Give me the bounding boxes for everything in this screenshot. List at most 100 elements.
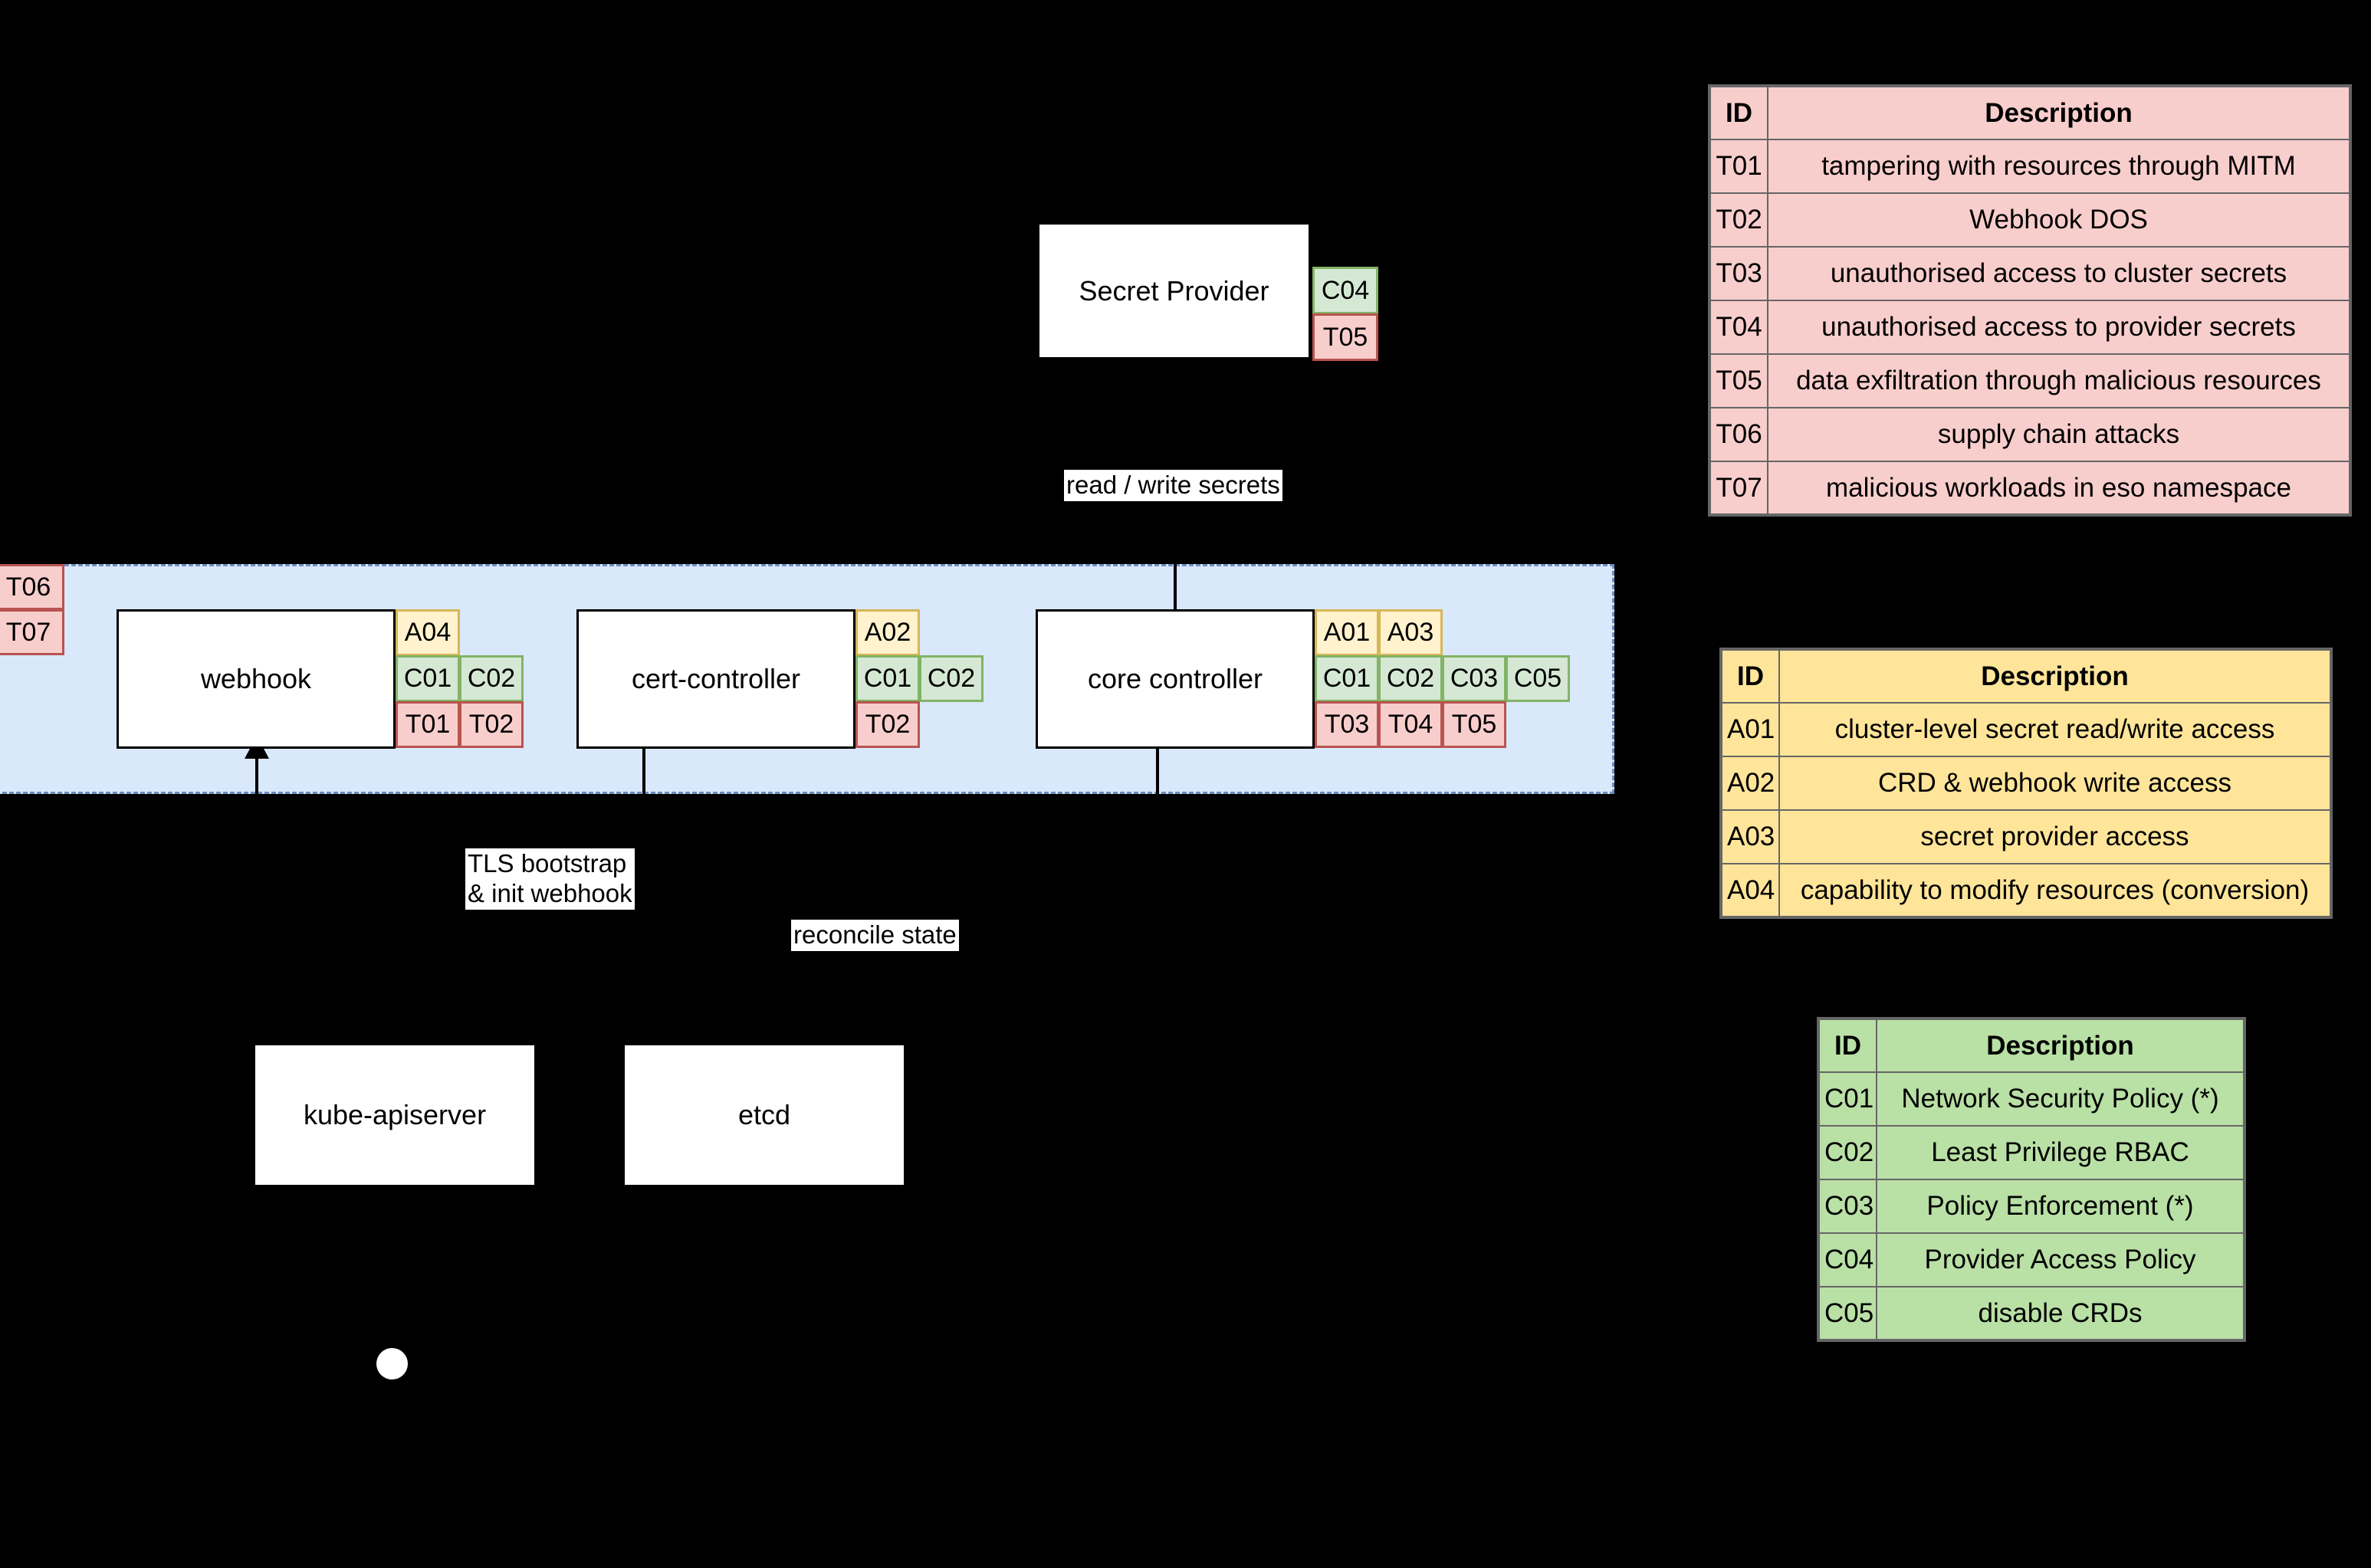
table-row: A01 cluster-level secret read/write acce… bbox=[1720, 702, 2332, 757]
legend-assets-row-2-description: secret provider access bbox=[1778, 809, 2332, 864]
tag-webhook-threat-t02: T02 bbox=[459, 701, 524, 748]
legend-threats-row-0-id: T01 bbox=[1709, 139, 1768, 194]
table-row: T03 unauthorised access to cluster secre… bbox=[1709, 246, 2351, 301]
tag-core-controller-asset-a01: A01 bbox=[1315, 609, 1379, 656]
tag-core-controller-threat-t05: T05 bbox=[1442, 701, 1506, 748]
legend-controls-row-4-id: C05 bbox=[1818, 1286, 1877, 1341]
tag-webhook-control-c02: C02 bbox=[459, 655, 524, 702]
legend-assets-header-description: Description bbox=[1778, 648, 2332, 704]
legend-controls-row-3-description: Provider Access Policy bbox=[1876, 1232, 2245, 1288]
node-core-controller-label: core controller bbox=[1087, 663, 1263, 695]
legend-controls-row-3-id: C04 bbox=[1818, 1232, 1877, 1288]
tag-cert-controller-asset-a02: A02 bbox=[855, 609, 920, 656]
legend-threats-header-row: ID Description bbox=[1709, 85, 2351, 140]
legend-threats-row-4-description: data exfiltration through malicious reso… bbox=[1767, 353, 2351, 408]
legend-threats-header-description: Description bbox=[1767, 85, 2351, 140]
legend-threats-row-6-id: T07 bbox=[1709, 461, 1768, 516]
tag-webhook-asset-a04: A04 bbox=[396, 609, 460, 656]
legend-controls-header-id: ID bbox=[1818, 1018, 1877, 1073]
tag-core-controller-asset-a03: A03 bbox=[1378, 609, 1443, 656]
bullet-dot bbox=[376, 1348, 408, 1379]
legend-controls-row-2-description: Policy Enforcement (*) bbox=[1876, 1179, 2245, 1234]
legend-assets-row-3-description: capability to modify resources (conversi… bbox=[1778, 863, 2332, 918]
node-kube-apiserver[interactable]: kube-apiserver bbox=[255, 1045, 534, 1185]
legend-threats-row-1-description: Webhook DOS bbox=[1767, 192, 2351, 248]
tag-core-controller-control-c03: C03 bbox=[1442, 655, 1506, 702]
node-secret-provider-label: Secret Provider bbox=[1079, 274, 1269, 307]
table-row: C04 Provider Access Policy bbox=[1818, 1232, 2245, 1288]
legend-assets-row-1-id: A02 bbox=[1720, 756, 1780, 811]
legend-threats-row-0-description: tampering with resources through MITM bbox=[1767, 139, 2351, 194]
legend-assets-row-0-id: A01 bbox=[1720, 702, 1780, 757]
legend-controls-row-0-id: C01 bbox=[1818, 1071, 1877, 1127]
tag-cert-controller-control-c01: C01 bbox=[855, 655, 920, 702]
table-row: T02 Webhook DOS bbox=[1709, 192, 2351, 248]
legend-table-controls: ID Description C01 Network Security Poli… bbox=[1817, 1017, 2246, 1342]
legend-controls-row-4-description: disable CRDs bbox=[1876, 1286, 2245, 1341]
node-core-controller[interactable]: core controller bbox=[1036, 609, 1315, 749]
node-kube-apiserver-label: kube-apiserver bbox=[303, 1099, 487, 1131]
connector-core-to-secret-provider bbox=[1174, 564, 1177, 612]
node-webhook-label: webhook bbox=[200, 663, 312, 695]
connector-cert-controller-down bbox=[642, 749, 645, 795]
legend-table-assets: ID Description A01 cluster-level secret … bbox=[1719, 648, 2333, 919]
table-row: A03 secret provider access bbox=[1720, 809, 2332, 864]
node-secret-provider[interactable]: Secret Provider bbox=[1037, 222, 1311, 359]
legend-threats-row-2-description: unauthorised access to cluster secrets bbox=[1767, 246, 2351, 301]
legend-controls-header-description: Description bbox=[1876, 1018, 2245, 1073]
node-etcd-label: etcd bbox=[737, 1099, 791, 1131]
table-row: T05 data exfiltration through malicious … bbox=[1709, 353, 2351, 408]
edge-label-read-write-secrets: read / write secrets bbox=[1064, 470, 1282, 501]
legend-controls-row-1-id: C02 bbox=[1818, 1125, 1877, 1180]
node-etcd[interactable]: etcd bbox=[625, 1045, 904, 1185]
tag-namespace-threat-t06: T06 bbox=[0, 564, 64, 610]
legend-threats-row-2-id: T03 bbox=[1709, 246, 1768, 301]
legend-threats-row-1-id: T02 bbox=[1709, 192, 1768, 248]
legend-threats-row-5-id: T06 bbox=[1709, 407, 1768, 462]
tag-cert-controller-threat-t02: T02 bbox=[855, 701, 920, 748]
legend-assets-row-1-description: CRD & webhook write access bbox=[1778, 756, 2332, 811]
legend-assets-header-row: ID Description bbox=[1720, 648, 2332, 704]
table-row: T04 unauthorised access to provider secr… bbox=[1709, 300, 2351, 355]
edge-label-reconcile-state: reconcile state bbox=[791, 920, 959, 951]
table-row: C03 Policy Enforcement (*) bbox=[1818, 1179, 2245, 1234]
legend-threats-row-5-description: supply chain attacks bbox=[1767, 407, 2351, 462]
tag-webhook-threat-t01: T01 bbox=[396, 701, 460, 748]
legend-threats-row-6-description: malicious workloads in eso namespace bbox=[1767, 461, 2351, 516]
legend-assets-row-2-id: A03 bbox=[1720, 809, 1780, 864]
legend-threats-row-3-description: unauthorised access to provider secrets bbox=[1767, 300, 2351, 355]
legend-assets-row-0-description: cluster-level secret read/write access bbox=[1778, 702, 2332, 757]
legend-controls-header-row: ID Description bbox=[1818, 1018, 2245, 1073]
table-row: C01 Network Security Policy (*) bbox=[1818, 1071, 2245, 1127]
tag-secret-provider-threat-t05: T05 bbox=[1312, 313, 1378, 361]
table-row: T06 supply chain attacks bbox=[1709, 407, 2351, 462]
table-row: T07 malicious workloads in eso namespace bbox=[1709, 461, 2351, 516]
tag-cert-controller-control-c02: C02 bbox=[919, 655, 984, 702]
connector-core-to-apiserver bbox=[1156, 749, 1159, 795]
legend-table-threats: ID Description T01 tampering with resour… bbox=[1708, 84, 2352, 517]
legend-threats-header-id: ID bbox=[1709, 85, 1768, 140]
tag-core-controller-threat-t03: T03 bbox=[1315, 701, 1379, 748]
tag-core-controller-control-c02: C02 bbox=[1378, 655, 1443, 702]
tag-core-controller-control-c01: C01 bbox=[1315, 655, 1379, 702]
legend-assets-header-id: ID bbox=[1720, 648, 1780, 704]
table-row: C05 disable CRDs bbox=[1818, 1286, 2245, 1341]
legend-controls-row-2-id: C03 bbox=[1818, 1179, 1877, 1234]
node-webhook[interactable]: webhook bbox=[117, 609, 396, 749]
tag-webhook-control-c01: C01 bbox=[396, 655, 460, 702]
tag-core-controller-control-c05: C05 bbox=[1506, 655, 1570, 702]
node-cert-controller-label: cert-controller bbox=[631, 663, 801, 695]
tag-secret-provider-control-c04: C04 bbox=[1312, 267, 1378, 314]
legend-controls-row-1-description: Least Privilege RBAC bbox=[1876, 1125, 2245, 1180]
edge-label-tls-bootstrap: TLS bootstrap & init webhook bbox=[465, 848, 635, 910]
table-row: C02 Least Privilege RBAC bbox=[1818, 1125, 2245, 1180]
legend-assets-row-3-id: A04 bbox=[1720, 863, 1780, 918]
connector-apiserver-to-webhook bbox=[255, 754, 258, 794]
legend-controls-row-0-description: Network Security Policy (*) bbox=[1876, 1071, 2245, 1127]
legend-threats-row-3-id: T04 bbox=[1709, 300, 1768, 355]
table-row: T01 tampering with resources through MIT… bbox=[1709, 139, 2351, 194]
table-row: A02 CRD & webhook write access bbox=[1720, 756, 2332, 811]
tag-core-controller-threat-t04: T04 bbox=[1378, 701, 1443, 748]
tag-namespace-threat-t07: T07 bbox=[0, 609, 64, 655]
node-cert-controller[interactable]: cert-controller bbox=[576, 609, 855, 749]
